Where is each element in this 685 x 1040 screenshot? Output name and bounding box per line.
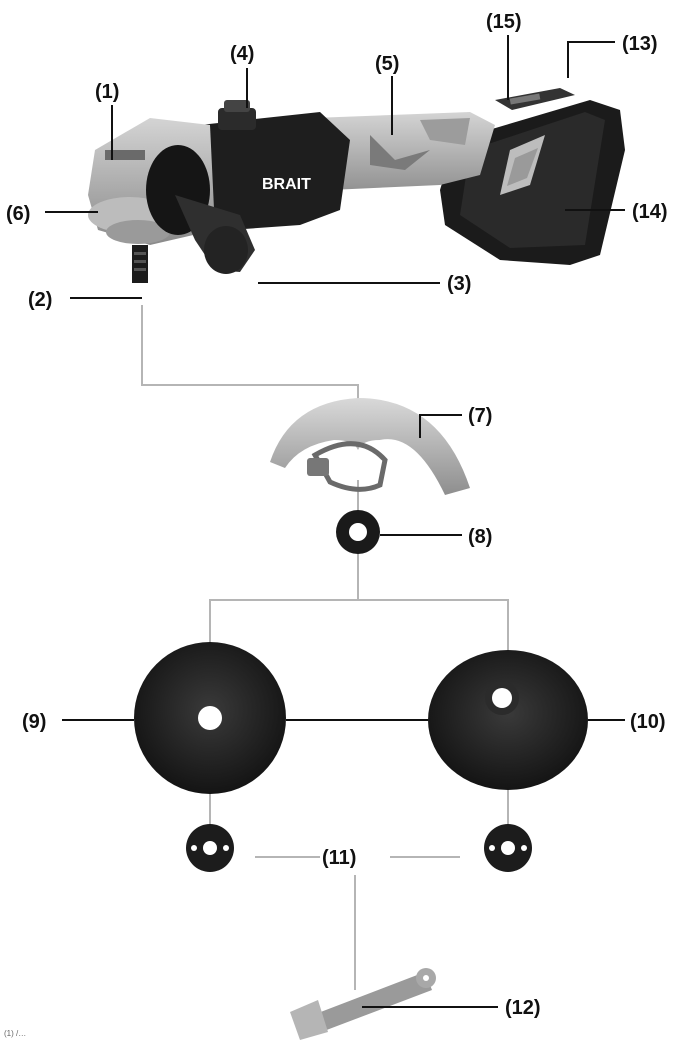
- spindle: [132, 245, 148, 283]
- callout-9: (9): [22, 711, 46, 733]
- wheel-guard: [270, 398, 470, 495]
- footer-note: (1) /…: [4, 1029, 27, 1038]
- lock-button: [218, 100, 256, 130]
- angle-grinder: BRAIT: [88, 88, 625, 283]
- callout-10: (10): [630, 711, 666, 733]
- callout-3: (3): [447, 273, 471, 295]
- cutting-disc: [134, 642, 286, 794]
- callout-14: (14): [632, 201, 668, 223]
- callout-1: (1): [95, 81, 119, 103]
- callout-6: (6): [6, 203, 30, 225]
- brand-logo: BRAIT: [262, 176, 311, 193]
- grinding-disc: [428, 650, 588, 790]
- leader-lines: [45, 35, 625, 1008]
- inner-flange: [336, 510, 380, 554]
- spanner-wrench: [290, 968, 436, 1040]
- callout-5: (5): [375, 53, 399, 75]
- lock-nut-right: [484, 824, 532, 872]
- lock-nut-left: [186, 824, 234, 872]
- callout-2: (2): [28, 289, 52, 311]
- callout-12: (12): [505, 997, 541, 1019]
- callout-labels: (1) (2) (3) (4) (5) (6) (7) (8) (9) (10)…: [6, 11, 668, 1019]
- callout-8: (8): [468, 526, 492, 548]
- callout-11: (11): [322, 847, 356, 869]
- callout-13: (13): [622, 33, 658, 55]
- callout-15: (15): [486, 11, 522, 33]
- handle-body: BRAIT: [200, 112, 350, 230]
- auxiliary-handle: [146, 145, 255, 274]
- battery-indicator: [495, 88, 575, 110]
- callout-7: (7): [468, 405, 492, 427]
- callout-4: (4): [230, 43, 254, 65]
